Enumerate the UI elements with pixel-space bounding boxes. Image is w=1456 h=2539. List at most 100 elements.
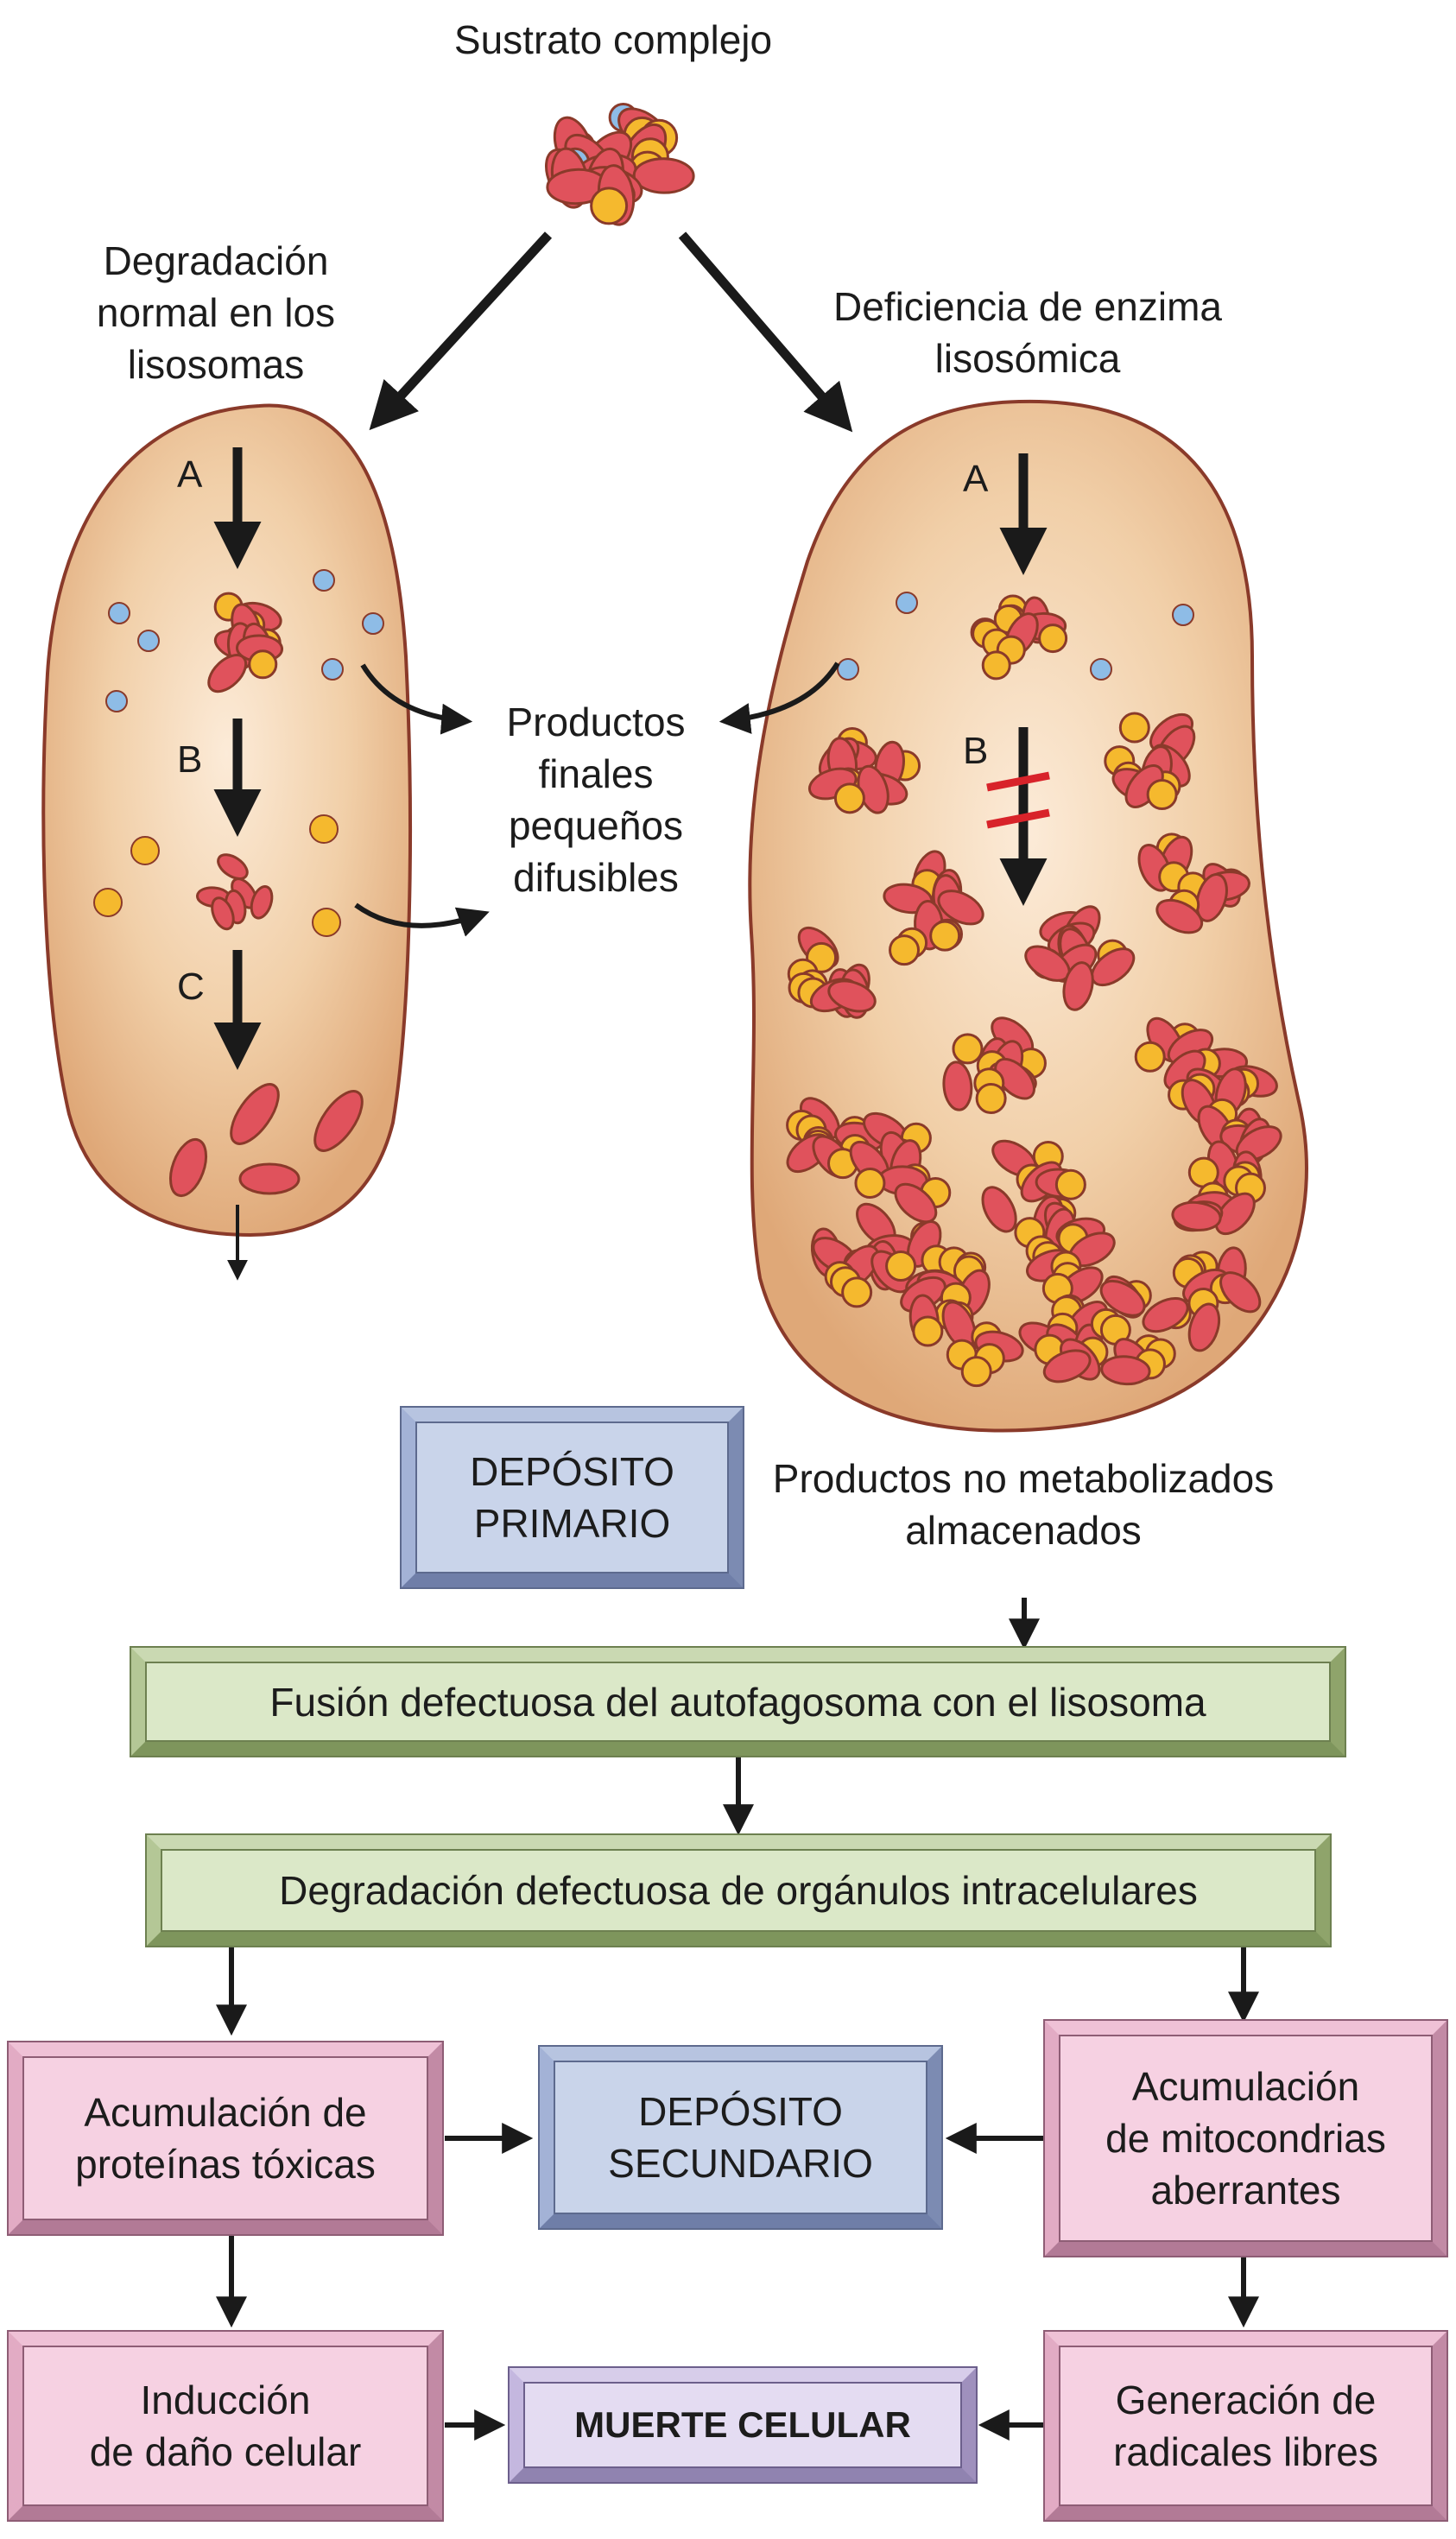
aberrant-mitochondria-box: Acumulación de mitocondrias aberrantes <box>1045 2021 1447 2256</box>
red-fragment <box>230 1083 280 1145</box>
complex-substrate <box>545 103 695 226</box>
yellow-particle <box>981 650 1011 681</box>
block-mark-2 <box>986 808 1050 829</box>
step-b-normal: B <box>177 738 203 781</box>
secondary-storage-box: DEPÓSITO SECUNDARIO <box>540 2047 941 2228</box>
cell-damage-box: Inducción de daño celular <box>9 2332 442 2520</box>
stored-cluster <box>1104 712 1196 810</box>
stored-cluster <box>942 1016 1047 1114</box>
arrow-products-3 <box>719 662 840 734</box>
red-particle <box>1062 961 1094 1011</box>
blue-product <box>362 612 384 635</box>
yellow-particle <box>1038 624 1068 654</box>
yellow-particle <box>1118 712 1150 744</box>
substrate-cluster-normal <box>207 592 284 693</box>
defective-degradation-box: Degradación defectuosa de orgánulos intr… <box>147 1835 1330 1946</box>
yellow-product <box>93 888 123 917</box>
stored-products-label: Productos no metabolizados almacenados <box>772 1456 1275 1553</box>
yellow-particle <box>248 649 278 680</box>
stored-cluster <box>787 926 877 1019</box>
arrow-products-1 <box>360 663 473 735</box>
yellow-particle <box>912 1315 944 1347</box>
yellow-particle <box>1134 1041 1166 1073</box>
red-particle <box>1155 898 1204 934</box>
stored-cluster <box>1160 1246 1262 1352</box>
stored-cluster <box>807 727 921 814</box>
red-particle <box>1195 872 1228 922</box>
blue-product <box>137 630 160 652</box>
partial-cluster-normal <box>195 853 274 931</box>
yellow-particle <box>885 1251 917 1282</box>
yellow-particle <box>1146 778 1178 810</box>
red-particle <box>1100 1355 1151 1386</box>
red-particle <box>217 853 249 880</box>
blue-product <box>837 658 859 681</box>
stored-cluster <box>1025 1207 1116 1305</box>
red-particle <box>1187 1302 1221 1352</box>
step-a-normal: A <box>177 453 203 496</box>
step-b-deficient: B <box>963 730 989 772</box>
yellow-particle <box>1054 1168 1086 1200</box>
final-products-label: Productos finales pequeños difusibles <box>506 700 686 900</box>
red-fragment <box>238 1162 301 1195</box>
substrate-label: Sustrato complejo <box>453 17 773 62</box>
blue-product <box>313 569 335 592</box>
red-particle <box>1042 1349 1092 1383</box>
substrate-cluster-deficient <box>970 594 1068 681</box>
red-particle <box>827 979 877 1013</box>
red-particle <box>994 1057 1035 1100</box>
block-mark-1 <box>986 771 1050 792</box>
step-c-normal: C <box>177 966 205 1008</box>
stored-cluster <box>908 1282 1024 1388</box>
red-particle <box>942 1061 973 1111</box>
enzyme-deficiency-label: Deficiencia de enzima lisosómica <box>832 284 1222 381</box>
stored-cluster <box>1171 1140 1266 1236</box>
defective-fusion-box: Fusión defectuosa del autofagosoma con e… <box>131 1648 1345 1756</box>
stored-cluster <box>1137 833 1250 934</box>
red-particle <box>894 1182 938 1224</box>
blue-product <box>105 690 128 712</box>
cell-death-box: MUERTE CELULAR <box>510 2368 976 2482</box>
red-fragment <box>313 1090 364 1152</box>
red-particle <box>1219 1271 1262 1314</box>
yellow-particle <box>590 187 629 225</box>
blue-product <box>1090 658 1112 681</box>
stored-cluster <box>849 1111 952 1224</box>
red-particle <box>1171 1200 1222 1232</box>
stored-cluster <box>1090 1275 1189 1386</box>
primary-storage-box: DEPÓSITO PRIMARIO <box>402 1408 743 1587</box>
arrow-products-2 <box>354 902 490 937</box>
yellow-particle <box>854 1167 886 1199</box>
stored-cluster <box>883 850 984 966</box>
toxic-proteins-box: Acumulación de proteínas tóxicas <box>9 2042 442 2234</box>
red-particle <box>1142 1296 1189 1333</box>
red-particle <box>250 884 274 920</box>
red-particle <box>632 157 695 194</box>
red-particle <box>981 1186 1017 1233</box>
blue-product <box>896 592 918 614</box>
red-particle <box>937 890 984 926</box>
free-radicals-box: Generación de radicales libres <box>1045 2332 1447 2520</box>
yellow-product <box>309 814 339 844</box>
yellow-particle <box>952 1033 984 1065</box>
yellow-particle <box>960 1356 992 1388</box>
yellow-particle <box>975 1082 1007 1114</box>
blue-product <box>1172 604 1194 626</box>
red-particle <box>207 654 248 693</box>
yellow-particle <box>833 782 865 814</box>
red-fragment <box>168 1137 208 1198</box>
red-particle <box>1099 1279 1146 1317</box>
yellow-product <box>130 836 160 865</box>
arrow-to-deficient <box>678 231 853 433</box>
yellow-particle <box>841 1276 873 1308</box>
step-a-deficient: A <box>963 458 989 500</box>
yellow-product <box>312 908 341 937</box>
red-particle <box>1214 1192 1256 1236</box>
yellow-particle <box>889 934 921 966</box>
blue-product <box>321 658 344 681</box>
stored-cluster <box>810 1202 916 1308</box>
stored-cluster <box>1024 905 1136 1011</box>
yellow-particle <box>929 920 961 952</box>
red-particle <box>211 896 235 931</box>
